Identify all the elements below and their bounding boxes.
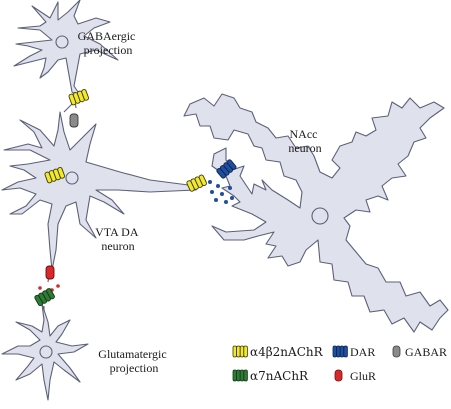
- legend-item-a4b2: α4β2nAChR: [232, 345, 324, 359]
- gaba-projection-label: GABAergic projection: [78, 29, 139, 57]
- legend-swatch-gabar: [392, 345, 401, 358]
- a4b2-receptor-terminal: [186, 174, 207, 192]
- vta-neuron-line-2: neuron: [101, 239, 134, 253]
- vta-neuron-label: VTA DA neuron: [95, 225, 141, 253]
- legend-label-dar: DAR: [350, 345, 375, 359]
- legend-item-gabar: GABAR: [392, 345, 447, 359]
- glutamatergic-neuron: [1, 303, 89, 401]
- legend-swatch-a7: [232, 369, 248, 382]
- legend-label-a4b2: α4β2nAChR: [250, 345, 324, 359]
- legend-label-gabar: GABAR: [405, 345, 447, 359]
- vta-dendrite-up: [63, 103, 73, 113]
- gaba-projection-line-1: GABAergic: [78, 29, 136, 43]
- gaba-neuron: [13, 0, 119, 97]
- dar-receptor: [216, 159, 237, 179]
- dopamine-release: [208, 180, 234, 204]
- nacc-neuron: [183, 93, 449, 333]
- glutamatergic-projection-line-2: projection: [110, 361, 159, 375]
- nacc-neuron-label: NAcc neuron: [288, 127, 321, 155]
- nacc-neuron-line-1: NAcc: [290, 127, 318, 141]
- glutamatergic-projection-label: Glutamatergic projection: [98, 347, 169, 375]
- legend-swatch-glur: [334, 369, 343, 382]
- legend-swatch-dar: [332, 345, 348, 358]
- legend-label-a7: α7nAChR: [250, 369, 309, 383]
- legend-label-glur: GluR: [350, 369, 376, 383]
- a4b2-receptor-gaba: [68, 89, 89, 106]
- legend: α4β2nAChR DAR GABAR α7nAChR: [232, 345, 447, 383]
- legend-item-dar: DAR: [332, 345, 375, 359]
- legend-item-a7: α7nAChR: [232, 369, 309, 383]
- vta-neuron-line-1: VTA DA: [95, 225, 139, 239]
- glur-receptor: [45, 265, 55, 280]
- glutamatergic-projection-line-1: Glutamatergic: [98, 347, 166, 361]
- vta-neuron: [1, 111, 197, 271]
- gaba-projection-line-2: projection: [84, 43, 133, 57]
- gabar-receptor: [69, 113, 79, 128]
- legend-item-glur: GluR: [334, 369, 376, 383]
- a4b2-receptor-vta: [44, 167, 65, 184]
- nacc-neuron-line-2: neuron: [288, 141, 321, 155]
- a7-receptor: [34, 288, 55, 307]
- legend-swatch-a4b2: [232, 345, 248, 358]
